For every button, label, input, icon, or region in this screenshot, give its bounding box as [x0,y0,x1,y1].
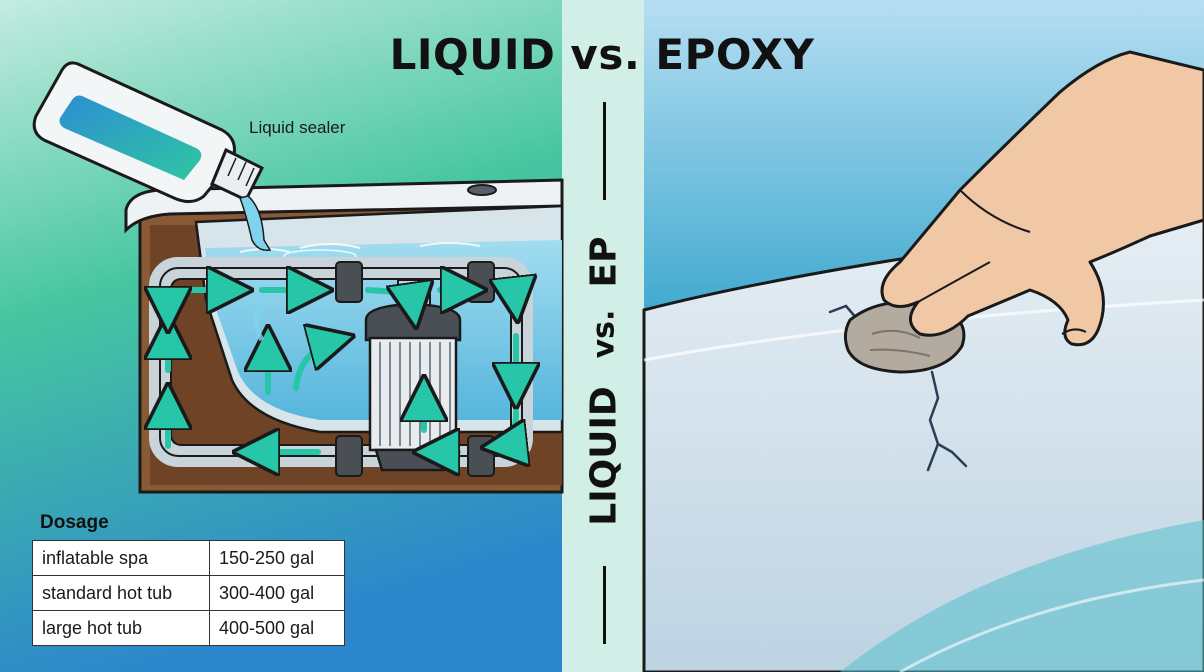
hand-icon [880,50,1204,347]
vertical-word-liquid: LIQUID [583,386,625,526]
dosage-tub-type: large hot tub [32,610,210,646]
dosage-tub-type: standard hot tub [32,575,210,611]
table-row: large hot tub 400-500 gal [32,610,345,646]
table-row: inflatable spa 150-250 gal [32,540,345,576]
filter-cartridge-icon [364,302,462,472]
vertical-title: EP vs. LIQUID [564,96,644,646]
vertical-word-ep: EP [583,236,625,288]
table-row: standard hot tub 300-400 gal [32,575,345,611]
dosage-tub-type: inflatable spa [32,540,210,576]
dosage-table: inflatable spa 150-250 gal standard hot … [32,540,345,646]
page-title: LIQUID vs. EPOXY [389,30,815,79]
dosage-volume-range: 150-250 gal [209,540,345,576]
liquid-sealer-label: Liquid sealer [249,118,346,137]
vertical-rule-bottom [603,566,606,644]
dosage-title: Dosage [40,512,109,533]
dosage-volume-range: 300-400 gal [209,575,345,611]
dosage-volume-range: 400-500 gal [209,610,345,646]
vertical-word-vs: vs. [586,309,622,359]
sealer-bottle-icon [32,61,272,342]
vertical-rule-top [603,102,606,200]
dosage-panel: Dosage inflatable spa 150-250 gal standa… [32,512,345,646]
flow-arrow-icon [168,288,516,452]
